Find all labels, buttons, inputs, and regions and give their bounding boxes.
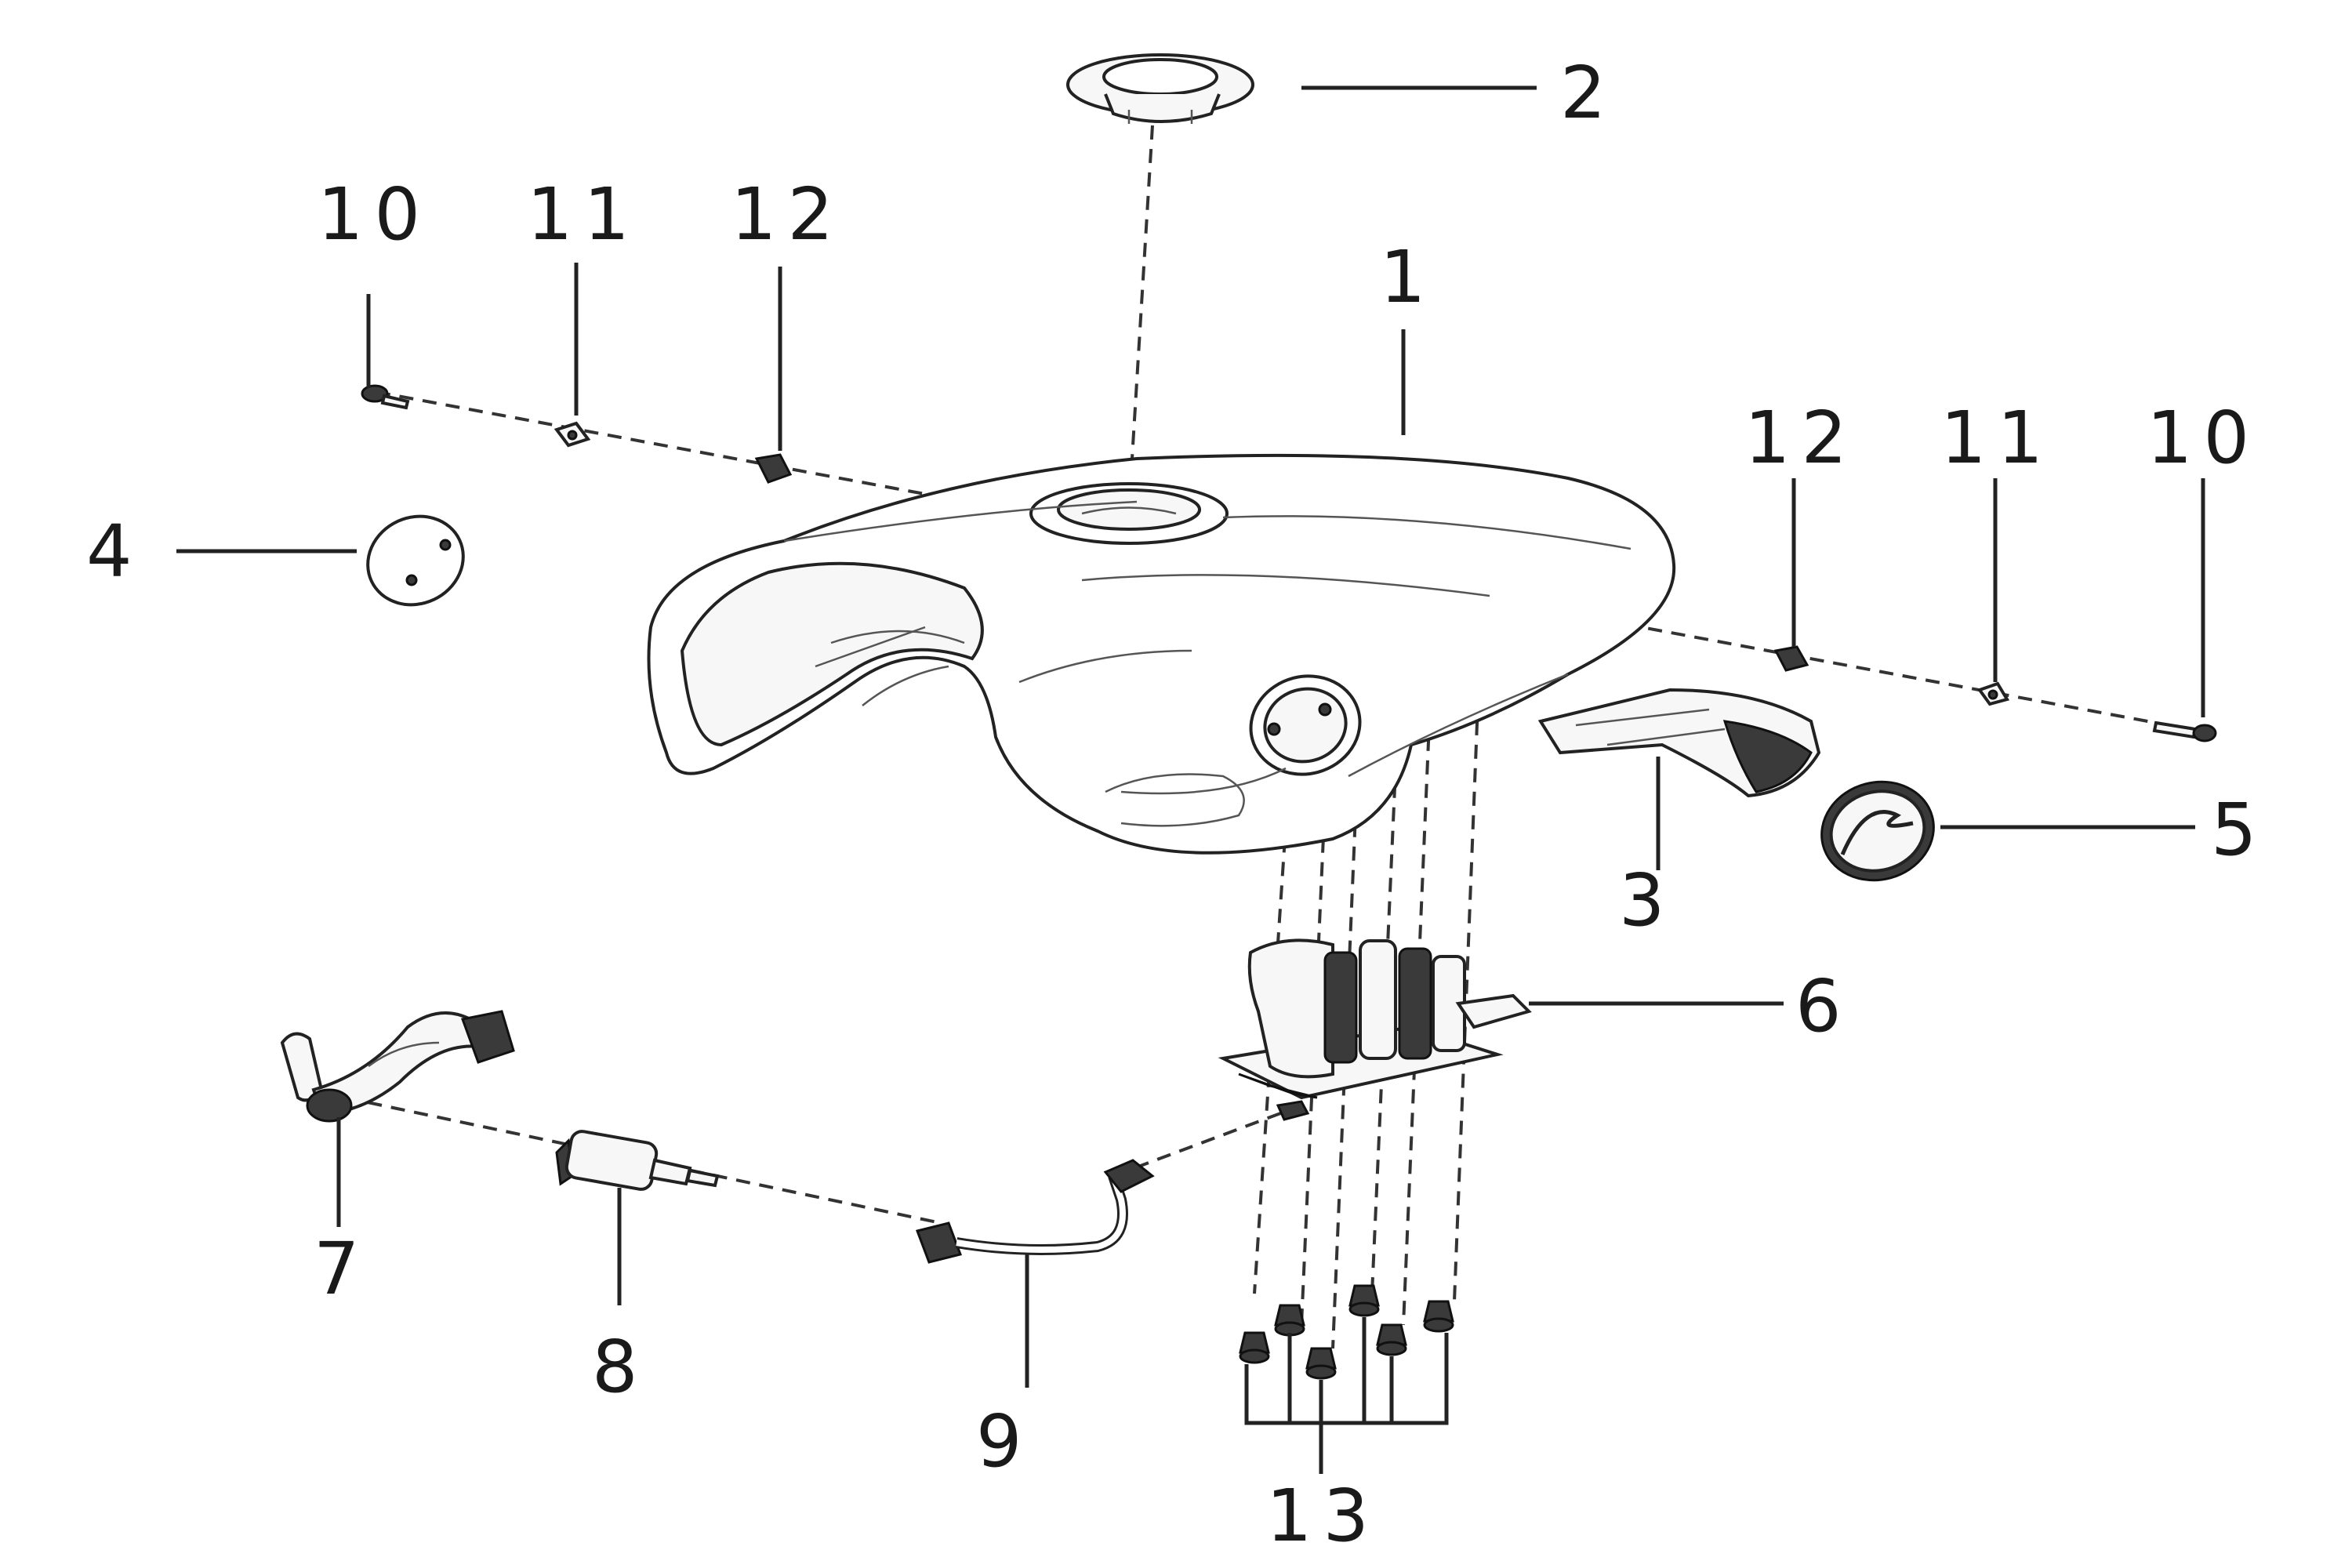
hose-line-right [1112, 1104, 1302, 1178]
callout-10-left: 10 [318, 172, 431, 256]
right-emblem[interactable] [1810, 769, 1944, 892]
leader-13-bracket [1244, 1333, 1449, 1425]
bolt-13-a[interactable] [1239, 1331, 1270, 1364]
fastener-axis-line [376, 390, 2212, 735]
fuel-filter[interactable] [555, 1130, 720, 1191]
left-bolt[interactable] [361, 384, 410, 410]
leader-lines [176, 85, 2205, 1474]
pump-mounting-bolts[interactable] [1239, 1284, 1454, 1380]
callout-13: 13 [1266, 1474, 1380, 1558]
fuel-pump-assembly[interactable] [1218, 938, 1532, 1121]
callout-6: 6 [1795, 964, 1853, 1048]
callout-5: 5 [2211, 788, 2268, 872]
hose-line-left [344, 1096, 942, 1225]
callout-labels: 2 1 10 11 12 12 11 10 4 5 3 6 7 8 9 13 [86, 51, 2268, 1558]
left-grommet[interactable] [754, 453, 793, 484]
left-emblem-plate[interactable] [354, 501, 478, 620]
leader-13-ticks [1287, 1317, 1394, 1474]
fuel-line[interactable] [916, 1159, 1155, 1264]
cap-assembly-line [1127, 125, 1154, 510]
left-washer[interactable] [554, 421, 591, 448]
right-bolt[interactable] [2152, 720, 2217, 742]
tank-rear-bracket[interactable] [1537, 688, 1821, 798]
bolt-13-d[interactable] [1348, 1284, 1380, 1317]
bolt-13-c[interactable] [1305, 1347, 1337, 1380]
callout-11-right: 11 [1940, 396, 2054, 480]
bolt-13-b[interactable] [1274, 1304, 1305, 1337]
fuel-hose-assembly[interactable] [280, 1010, 515, 1123]
callout-10-right: 10 [2147, 396, 2260, 480]
callout-12-left: 12 [731, 172, 844, 256]
callout-7: 7 [314, 1227, 371, 1311]
callout-12-right: 12 [1744, 396, 1858, 480]
callout-1: 1 [1380, 235, 1437, 319]
bolt-13-e[interactable] [1376, 1323, 1407, 1356]
callout-2: 2 [1560, 51, 1617, 135]
fuel-tank[interactable] [647, 453, 1676, 855]
right-washer[interactable] [1976, 681, 2010, 706]
right-grommet[interactable] [1773, 645, 1809, 672]
callout-8: 8 [592, 1325, 649, 1409]
bolt-13-f[interactable] [1423, 1300, 1454, 1333]
callout-11-left: 11 [527, 172, 641, 256]
callout-3: 3 [1619, 858, 1676, 942]
callout-4: 4 [86, 510, 143, 593]
filler-cap[interactable] [1066, 53, 1254, 124]
callout-9: 9 [976, 1399, 1033, 1483]
